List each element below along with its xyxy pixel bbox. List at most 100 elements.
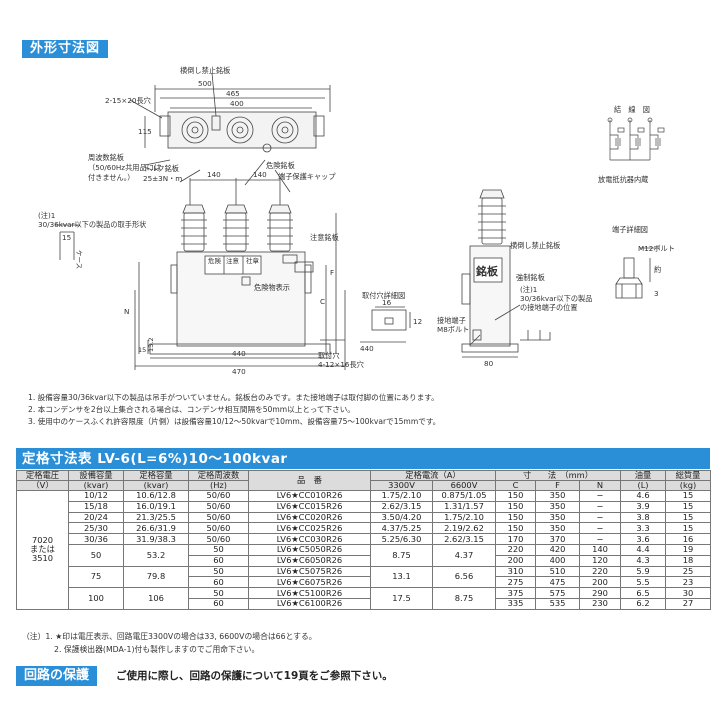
plate-caution: 注意	[226, 256, 240, 265]
dim-3: 3	[654, 289, 659, 298]
cell-oil: 3.6	[620, 533, 667, 545]
th-capacity: 設備容量	[68, 470, 124, 481]
cell-mass: 18	[665, 554, 712, 567]
cell-f: 400	[535, 554, 580, 567]
cell-n: 220	[578, 565, 622, 578]
cell-f: 475	[535, 576, 580, 589]
th-freq-unit: (Hz)	[188, 480, 249, 491]
cell-mass: 15	[665, 500, 712, 513]
cell-capacity: 100	[68, 587, 124, 610]
cell-rated-cap: 10.6/12.8	[123, 490, 189, 502]
cell-rated-cap: 26.6/31.9	[123, 522, 189, 535]
label-note1-a: (注)1	[38, 211, 55, 220]
label-mount-holes-spec: 4-12×16長穴	[318, 360, 364, 369]
label-nameplate-noswap-side: 横倒し禁止銘板	[510, 241, 560, 250]
th-model: 品 番	[248, 470, 371, 491]
plate-danger: 危険	[208, 256, 222, 265]
cell-n: 200	[578, 576, 622, 589]
label-danger-plate: 危険銘板	[266, 161, 295, 170]
cell-model: LV6★C5100R26	[248, 587, 371, 599]
cell-mass: 25	[665, 565, 712, 578]
outline-note-1: 1. 設備容量30/36kvar以下の製品は吊手がついていません。銘板台のみです…	[28, 393, 439, 402]
cell-n: −	[578, 500, 622, 513]
dim-115: 115	[138, 127, 152, 136]
label-terminal-detail: 端子詳細図	[612, 225, 648, 234]
cell-c: 335	[495, 597, 536, 610]
th-n: N	[578, 480, 622, 491]
th-rated-cap: 定格容量	[123, 470, 189, 481]
cell-model: LV6★C6050R26	[248, 554, 371, 567]
cell-mass: 15	[665, 511, 712, 524]
cell-model: LV6★C6100R26	[248, 597, 371, 610]
th-c: C	[495, 480, 536, 491]
protection-note: ご使用に際し、回路の保護について19頁をご参照下さい。	[116, 670, 393, 682]
cell-rated-cap: 53.2	[123, 543, 189, 567]
cell-i6600: 4.37	[432, 543, 496, 567]
label-ground-terminal-2: M8ボルト	[437, 325, 469, 334]
cell-mass: 19	[665, 543, 712, 556]
cell-capacity: 50	[68, 543, 124, 567]
dim-440-b: 440	[360, 344, 374, 353]
label-nameplate-big: 銘板	[476, 264, 499, 278]
cell-i6600: 8.75	[432, 587, 496, 610]
label-note1-b: 30/36kvar以下の製品の取手形状	[38, 220, 146, 229]
cell-i6600: 6.56	[432, 565, 496, 589]
label-note1-side-c: の接地端子の位置	[520, 303, 578, 312]
cell-n: 230	[578, 597, 622, 610]
th-oil-unit: (L)	[620, 480, 667, 491]
label-note1-side-b: 30/36kvar以下の製品	[520, 294, 592, 303]
cell-rated-cap: 31.9/38.3	[123, 533, 189, 545]
cell-i3300: 2.62/3.15	[370, 500, 433, 513]
cell-mass: 15	[665, 522, 712, 535]
cell-rated-cap: 21.3/25.5	[123, 511, 189, 524]
voltage-line: または	[30, 544, 55, 555]
dim-140-a: 140	[207, 170, 221, 179]
cell-capacity: 25/30	[68, 522, 124, 535]
cell-freq: 50/60	[188, 490, 249, 502]
cell-n: −	[578, 490, 622, 502]
label-discharge-plate: 強制銘板	[516, 273, 545, 282]
cell-mass: 16	[665, 533, 712, 545]
spec-title-bar: 定格寸法表 LV-6(L=6%)10〜100kvar	[16, 448, 710, 469]
cell-i6600: 1.75/2.10	[432, 511, 496, 524]
dim-N: N	[124, 307, 129, 316]
cell-i6600: 2.19/2.62	[432, 522, 496, 535]
cell-i3300: 5.25/6.30	[370, 533, 433, 545]
cell-oil: 4.3	[620, 554, 667, 567]
cell-f: 370	[535, 533, 580, 545]
dim-500: 500	[198, 79, 212, 88]
cell-oil: 6.5	[620, 587, 667, 599]
cell-n: −	[578, 533, 622, 545]
dim-F: F	[330, 268, 334, 277]
label-torque-plate-2: 25±3N・m	[143, 174, 182, 183]
cell-freq: 50	[188, 543, 249, 556]
cell-rated-cap: 106	[123, 587, 189, 610]
dim-13-2: 13.2	[147, 338, 155, 352]
label-note1-side-a: (注)1	[520, 285, 537, 294]
cell-capacity: 75	[68, 565, 124, 589]
cell-f: 350	[535, 500, 580, 513]
cell-capacity: 15/18	[68, 500, 124, 513]
cell-oil: 5.9	[620, 565, 667, 578]
cell-mass: 23	[665, 576, 712, 589]
cell-c: 170	[495, 533, 536, 545]
cell-c: 150	[495, 511, 536, 524]
cell-c: 220	[495, 543, 536, 556]
cell-freq: 50/60	[188, 533, 249, 545]
th-mass-unit: (kg)	[665, 480, 712, 491]
label-nameplate-noswap: 横倒し禁止銘板	[180, 66, 230, 75]
cell-c: 200	[495, 554, 536, 567]
th-current: 定格電流（A）	[370, 470, 496, 481]
cell-f: 535	[535, 597, 580, 610]
th-dims: 寸 法 （mm）	[494, 470, 622, 481]
cell-i3300: 13.1	[370, 565, 433, 589]
cell-freq: 60	[188, 554, 249, 567]
label-freq-plate-1: 周波数銘板	[88, 153, 124, 162]
dim-approx: 約	[654, 265, 661, 274]
cell-f: 350	[535, 490, 580, 502]
label-danger-display: 危険物表示	[254, 283, 290, 292]
